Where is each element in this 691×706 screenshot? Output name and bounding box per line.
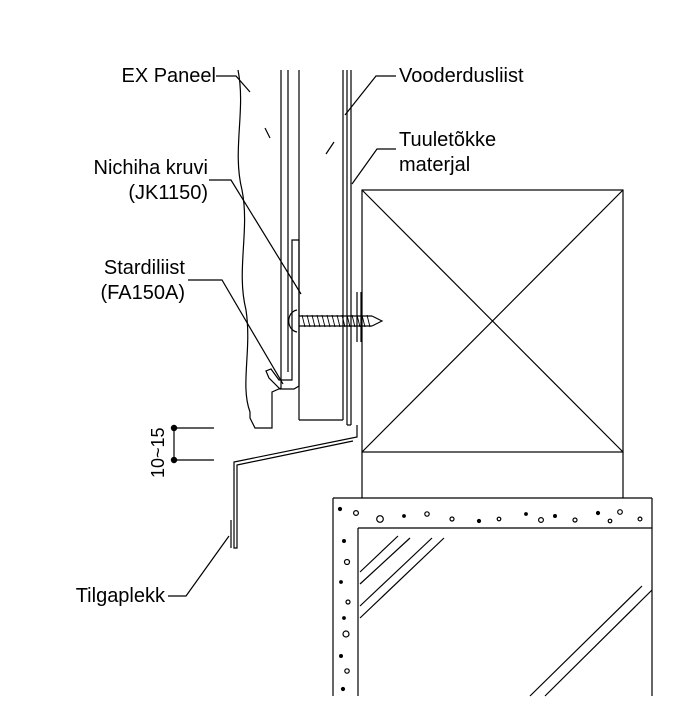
nichiha-screw	[288, 292, 384, 342]
drip-flashing	[230, 425, 358, 549]
label-nichiha-line2: (JK1150)	[128, 182, 208, 204]
label-tuuletokke: Tuuletõkke materjal	[399, 128, 496, 178]
label-nichiha-line1: Nichiha kruvi	[93, 157, 208, 179]
furring-strip	[298, 70, 344, 421]
ex-panel	[237, 69, 289, 429]
label-ex-paneel: EX Paneel	[121, 65, 216, 87]
leader-lines	[168, 75, 396, 597]
label-tilgaplekk: Tilgaplekk	[75, 585, 165, 607]
label-tuuletokke-line1: Tuuletõkke	[399, 129, 497, 151]
gap-dimension	[170, 424, 214, 464]
label-stardiliist-line2: (FA150A)	[100, 282, 185, 304]
wind-barrier	[346, 70, 352, 426]
label-stardiliist-line1: Stardiliist	[103, 257, 185, 279]
starter-strip	[265, 239, 300, 390]
label-nichiha-kruvi: Nichiha kruvi (JK1150)	[94, 156, 208, 206]
label-stardiliist: Stardiliist (FA150A)	[101, 256, 185, 306]
label-gap-dimension: 10~15	[148, 427, 168, 478]
structural-timber	[361, 189, 624, 498]
label-tuuletokke-line2: materjal	[399, 154, 471, 176]
label-vooderdusliist: Vooderdusliist	[399, 65, 524, 87]
concrete-foundation	[332, 497, 653, 697]
